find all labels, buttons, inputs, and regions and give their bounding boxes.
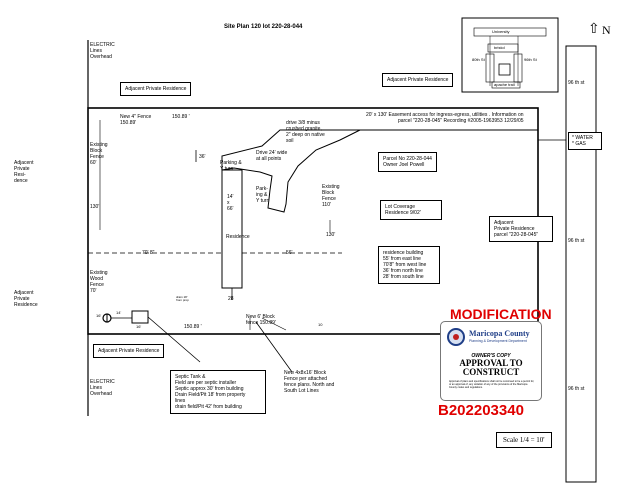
- dim-36-label: 36': [199, 154, 206, 160]
- approval-fine-print: Approval of plans and specifications sha…: [449, 380, 535, 389]
- adjacent-residence-right-label: Adjacent Private Residence parcel "220-2…: [494, 220, 539, 238]
- septic-leader: [147, 316, 201, 363]
- drive-surface-note: drive 3/8 minus crushed granite, 2" deep…: [286, 120, 325, 144]
- residence-dimensions: 14' x 66': [227, 194, 234, 212]
- dim-west-label: 70' 8": [142, 250, 155, 256]
- existing-block-fence-west: Existing Block Fence 60': [90, 142, 108, 166]
- dim-14-label: 14': [116, 310, 122, 315]
- utilities-box: * WATER * GAS: [568, 132, 602, 150]
- approval-line-2: CONSTRUCT: [462, 367, 520, 377]
- dim-east-label: 56': [286, 250, 293, 256]
- street-label-3: 96 th st: [568, 386, 585, 392]
- parking-label-1: Parking & Y turn: [220, 160, 242, 172]
- vicinity-map-frame: [461, 17, 559, 93]
- utilities-label: * WATER * GAS: [572, 135, 593, 147]
- adjacent-residence-top-left-label: Adjacent Private Residence: [125, 86, 187, 92]
- adjacent-residence-bottom-left: Adjacent Private Residence: [93, 344, 165, 358]
- vicinity-bristol-label: bristol: [494, 45, 505, 50]
- drain-tiny-note: drain 18' from prop: [176, 295, 189, 302]
- adjacent-residence-top-right: Adjacent Private Residence: [382, 73, 454, 87]
- lot-coverage-label: Lot Coverage Residence 9/02': [385, 204, 421, 216]
- street-strip: [565, 45, 597, 483]
- residence-label: Residence: [226, 234, 250, 240]
- septic-note-label: Septic Tank & Field are per septic insta…: [175, 374, 246, 410]
- fence-leader-short: [261, 317, 287, 331]
- parcel-info-box: Parcel No 220-28-044 Owner Joel Powell: [378, 152, 437, 172]
- easement-note: 20' x 130' Easement access for ingress-e…: [366, 112, 524, 124]
- dim-south-label: 28: [228, 296, 234, 302]
- lot-coverage-box: Lot Coverage Residence 9/02': [380, 200, 442, 220]
- setbacks-label: residence building 55' from east line 70…: [383, 250, 427, 280]
- parking-label-2: Park- ing & Y turn: [256, 186, 270, 204]
- setbacks-box: residence building 55' from east line 70…: [378, 246, 440, 284]
- vicinity-80th-label: 80th St: [472, 57, 485, 62]
- county-name: Maricopa County: [469, 329, 530, 338]
- scale-label: Scale 1/4 = 10': [503, 436, 545, 444]
- approval-stamp-card: Maricopa County Planning & Development D…: [440, 321, 542, 401]
- page-title: Site Plan 120 lot 220-28-044: [224, 24, 303, 30]
- dim-10-label: 10: [318, 322, 323, 327]
- adjacent-residence-bottom-left-label: Adjacent Private Residence: [98, 348, 160, 354]
- adjacent-residence-left-upper: Adjacent Private Resi- dence: [14, 160, 34, 184]
- permit-number: B202203340: [438, 402, 524, 419]
- fence-plan-note: New 4x8x16' Block Fence per attached fen…: [284, 370, 335, 394]
- county-seal-icon: [447, 328, 465, 346]
- adjacent-residence-left-lower: Adjacent Private Residence: [14, 290, 38, 308]
- adjacent-residence-top-left: Adjacent Private Residence: [120, 82, 192, 96]
- vicinity-university: [473, 27, 547, 37]
- fence-leader: [255, 321, 293, 373]
- dim-top-label: 150.89 ': [172, 114, 190, 120]
- fence-top-label: New 4" Fence 150.89': [120, 114, 152, 126]
- drive-width-note: Drive 24' wide at all points: [256, 150, 288, 162]
- electric-lines-top: ELECTRIC Lines Overhead: [90, 42, 115, 60]
- driveway-outline: [221, 129, 361, 213]
- north-arrow-icon: ⇧: [588, 20, 600, 36]
- approval-line-1: APPROVAL TO: [459, 358, 523, 368]
- dim-130-left-label: 130': [90, 204, 100, 210]
- adjacent-residence-top-right-label: Adjacent Private Residence: [387, 77, 449, 83]
- street-label-1: 96 th st: [568, 80, 585, 86]
- county-department: Planning & Development Department: [469, 339, 527, 343]
- new-block-fence-label: New 6' Block fence 150.89': [246, 314, 276, 326]
- existing-wood-fence: Existing Wood Fence 70': [90, 270, 108, 294]
- dim-130-right-label: 130': [326, 232, 336, 238]
- modification-stamp: MODIFICATION: [450, 306, 552, 322]
- parcel-info-label: Parcel No 220-28-044 Owner Joel Powell: [383, 156, 432, 168]
- electric-lines-bottom: ELECTRIC Lines Overhead: [90, 379, 115, 397]
- septic-tank: [131, 310, 149, 324]
- vicinity-university-label: University: [492, 29, 510, 34]
- vicinity-apache: [491, 81, 521, 89]
- dim-bottom-label: 150.89 ': [184, 324, 202, 330]
- vicinity-96th-label: 96th St: [524, 57, 537, 62]
- scale-box: Scale 1/4 = 10': [496, 432, 552, 448]
- adjacent-residence-right: Adjacent Private Residence parcel "220-2…: [489, 216, 553, 242]
- north-label: N: [602, 23, 611, 37]
- vicinity-site: [498, 63, 511, 76]
- existing-block-fence-east: Existing Block Fence 110': [322, 184, 340, 208]
- septic-note-box: Septic Tank & Field are per septic insta…: [170, 370, 266, 414]
- dim-16b-label: 16': [136, 324, 142, 329]
- vicinity-apache-label: apache trail: [494, 82, 515, 87]
- dim-16a-label: 16': [96, 313, 102, 318]
- owners-copy-label: OWNER'S COPY: [471, 353, 511, 359]
- street-label-2: 96 th st: [568, 238, 585, 244]
- residence-outline: [221, 169, 243, 289]
